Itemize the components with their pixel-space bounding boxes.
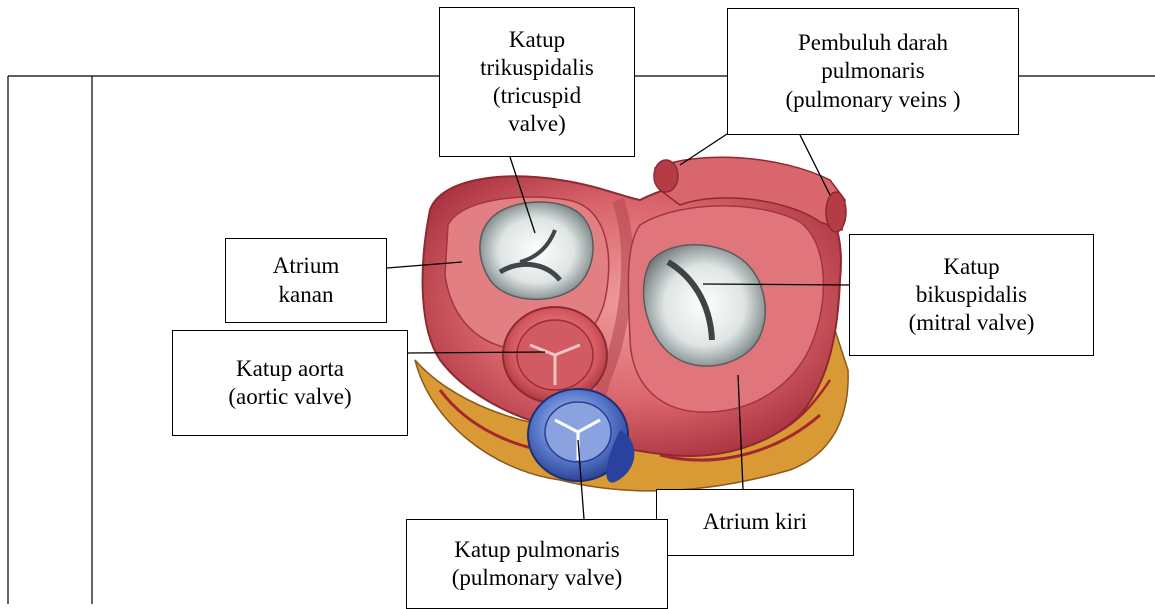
label-line: Katup aorta <box>236 355 344 383</box>
label-atrium-kanan: Atrium kanan <box>225 238 387 323</box>
label-bikuspidalis: Katup bikuspidalis (mitral valve) <box>849 234 1094 356</box>
tricuspid-valve-shape <box>480 202 593 299</box>
label-pulmonary-valve: Katup pulmonaris (pulmonary valve) <box>406 519 668 609</box>
label-line: (aortic valve) <box>228 383 351 411</box>
label-line: Katup pulmonaris <box>454 536 619 564</box>
label-line: (pulmonary veins ) <box>785 86 960 114</box>
label-line: Atrium <box>273 252 339 280</box>
label-line: (mitral valve) <box>909 309 1035 337</box>
label-aortic-valve: Katup aorta (aortic valve) <box>172 330 408 436</box>
label-line: (pulmonary valve) <box>452 564 623 592</box>
label-line: valve) <box>508 110 565 138</box>
aortic-valve-shape <box>503 307 607 403</box>
label-line: pulmonaris <box>821 57 925 85</box>
label-pulmonary-veins: Pembuluh darah pulmonaris (pulmonary vei… <box>727 8 1019 135</box>
label-line: Katup <box>943 253 999 281</box>
label-atrium-kiri: Atrium kiri <box>656 489 854 556</box>
label-line: kanan <box>279 281 334 309</box>
label-line: trikuspidalis <box>480 54 594 82</box>
label-tricuspid-valve: Katup trikuspidalis (tricuspid valve) <box>439 7 635 157</box>
label-line: Katup <box>509 26 565 54</box>
label-line: bikuspidalis <box>916 281 1027 309</box>
label-line: (tricuspid <box>493 82 581 110</box>
label-line: Atrium kiri <box>703 508 807 536</box>
label-line: Pembuluh darah <box>798 29 948 57</box>
